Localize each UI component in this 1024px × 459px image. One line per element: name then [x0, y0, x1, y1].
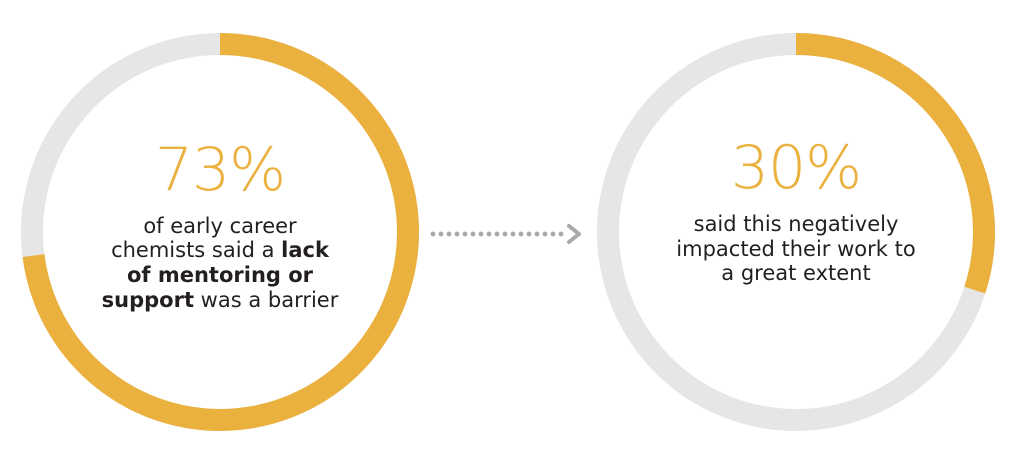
- connector-dot: [470, 231, 476, 237]
- connector-dot: [478, 231, 484, 237]
- connector-dot: [454, 231, 460, 237]
- connector-dot: [534, 231, 540, 237]
- stat-ring-impact: 30% said this negatively impacted their …: [596, 32, 996, 432]
- connector-dot: [430, 231, 436, 237]
- connector-dot: [486, 231, 492, 237]
- stat-percentage: 73%: [154, 134, 286, 205]
- dotted-arrow-connector: [430, 224, 581, 244]
- connector-dot: [502, 231, 508, 237]
- connector-dot: [462, 231, 468, 237]
- connector-dot: [526, 231, 532, 237]
- connector-dot: [542, 231, 548, 237]
- stat-caption: said this negatively impacted their work…: [676, 212, 916, 286]
- stat-caption: of early career chemists said a lack of …: [101, 213, 339, 312]
- connector-dot: [550, 231, 556, 237]
- donut-ring-chart: [21, 33, 419, 431]
- donut-ring-chart: [597, 33, 995, 431]
- chevron-right-icon: [567, 224, 581, 244]
- connector-dot: [494, 231, 500, 237]
- stat-ring-mentoring: 73% of early career chemists said a lack…: [20, 32, 420, 432]
- connector-dot: [518, 231, 524, 237]
- stat-percentage: 30%: [730, 133, 862, 204]
- ring-value-arc: [22, 33, 419, 431]
- connector-dot: [438, 231, 444, 237]
- connector-dot: [558, 231, 564, 237]
- ring-value-arc: [795, 33, 995, 294]
- connector-dot: [446, 231, 452, 237]
- caption-emphasis: lack of mentoring or support: [101, 238, 329, 312]
- connector-dot: [510, 231, 516, 237]
